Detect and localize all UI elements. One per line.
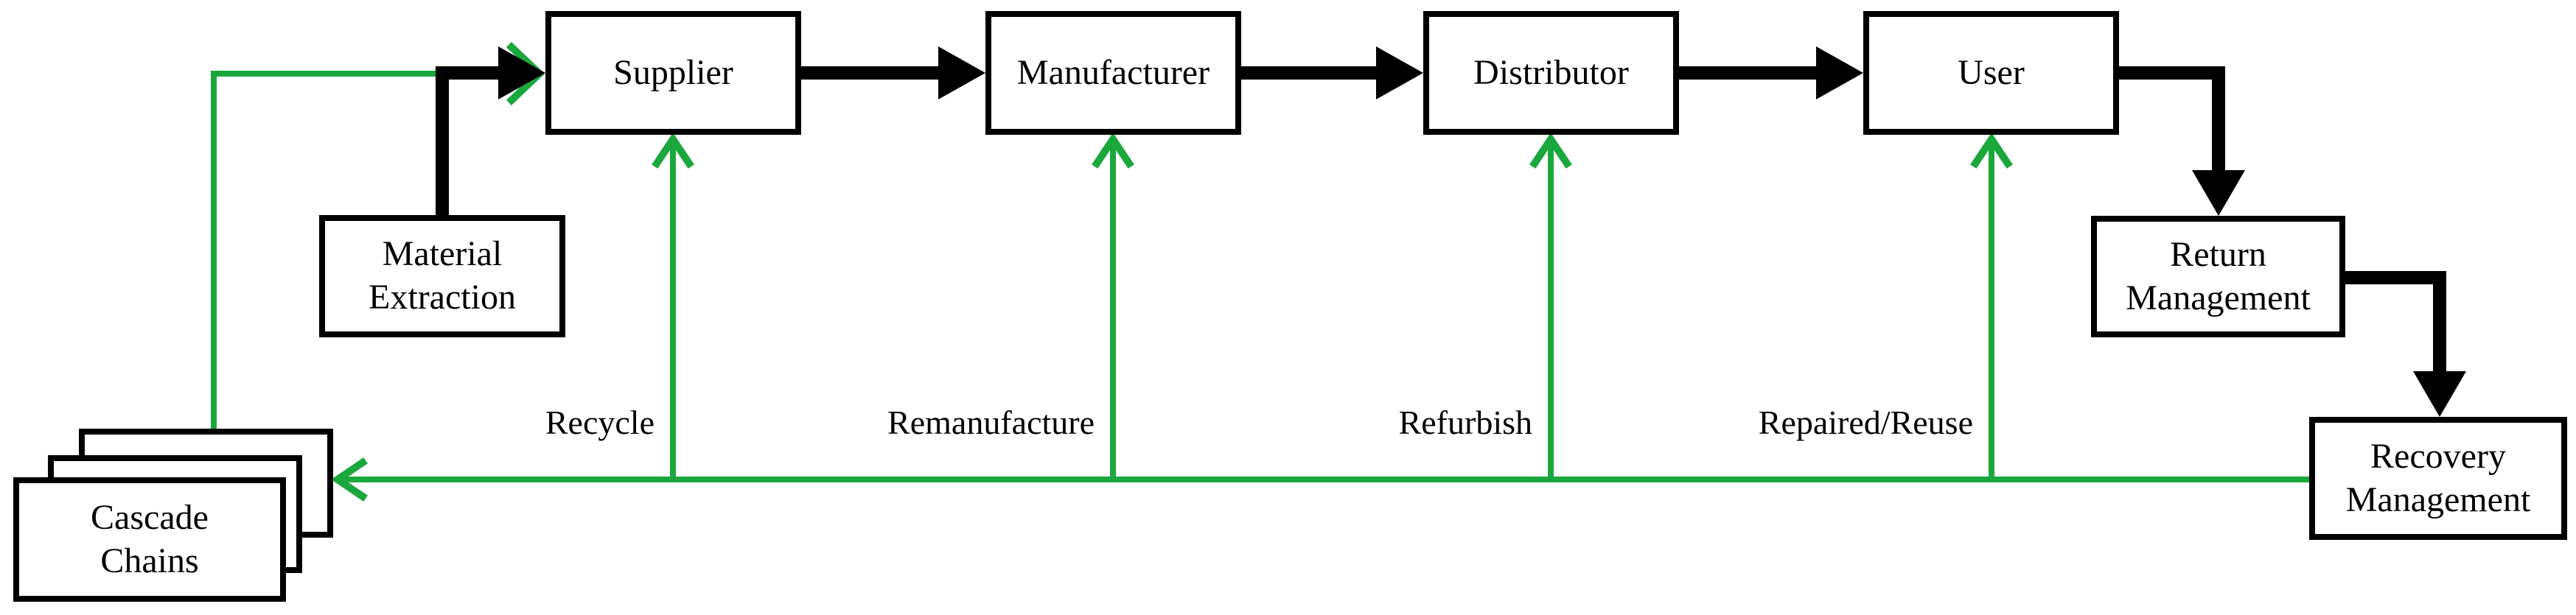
green-arrow-recycle <box>652 132 694 479</box>
node-material-extraction-label-line1: Material <box>382 234 503 274</box>
node-user: User <box>1863 11 2119 135</box>
flow-label-recycle: Recycle <box>545 404 655 441</box>
flow-label-refurbish: Refurbish <box>1398 404 1532 441</box>
node-material-extraction-label-line2: Extraction <box>369 278 516 317</box>
node-recovery-management: Recovery Management <box>2309 417 2567 540</box>
green-arrow-remanufacture <box>1092 132 1134 479</box>
black-arrow-supplier-to-manufacturer <box>801 46 985 99</box>
black-arrow-user-to-return-management <box>2119 66 2245 216</box>
node-cascade-chains-label-line2: Chains <box>100 541 199 580</box>
black-arrow-material-extraction-to-supplier <box>436 46 545 215</box>
black-arrow-distributor-to-user <box>1679 46 1863 99</box>
node-manufacturer: Manufacturer <box>985 11 1241 135</box>
node-recovery-management-label-line2: Management <box>2345 479 2531 519</box>
node-return-management-label-line2: Management <box>2126 278 2311 317</box>
node-return-management: Return Management <box>2091 216 2345 337</box>
node-return-management-label-line1: Return <box>2170 234 2266 274</box>
green-trunk-recovery-to-cascade <box>331 457 2309 502</box>
node-manufacturer-label: Manufacturer <box>1016 52 1210 92</box>
node-distributor-label: Distributor <box>1473 52 1629 92</box>
node-material-extraction: Material Extraction <box>319 215 565 337</box>
black-arrow-manufacturer-to-distributor <box>1241 46 1423 99</box>
node-cascade-chains: Cascade Chains <box>13 477 286 602</box>
green-arrow-repaired-reuse <box>1970 132 2013 479</box>
black-arrow-return-to-recovery-management <box>2345 271 2466 417</box>
node-supplier: Supplier <box>545 11 801 135</box>
flow-label-repaired-reuse: Repaired/Reuse <box>1758 404 1973 441</box>
node-distributor: Distributor <box>1423 11 1679 135</box>
green-arrow-refurbish <box>1529 132 1572 479</box>
node-supplier-label: Supplier <box>613 52 733 92</box>
flow-label-remanufacture: Remanufacture <box>887 404 1095 441</box>
node-cascade-chains-label-line1: Cascade <box>91 497 209 537</box>
node-recovery-management-label-line1: Recovery <box>2370 436 2506 476</box>
node-user-label: User <box>1958 52 2025 92</box>
